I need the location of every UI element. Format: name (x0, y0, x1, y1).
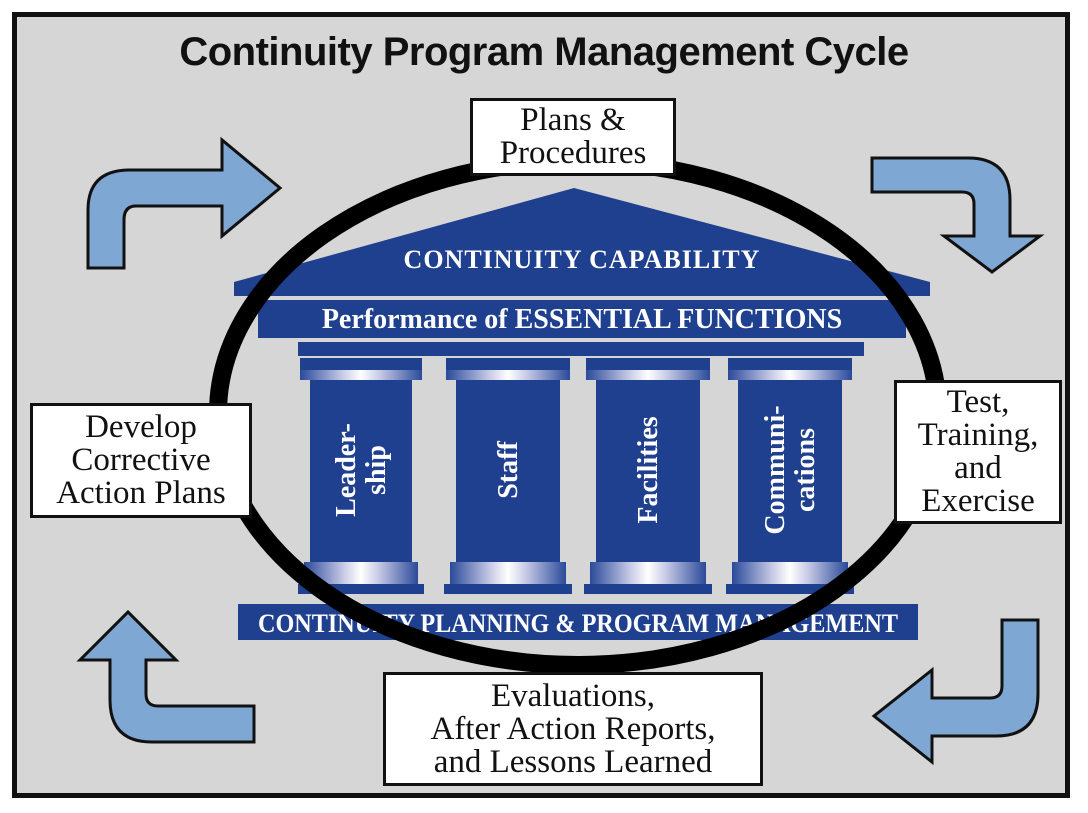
step-develop-label: Develop Corrective Action Plans (56, 409, 226, 511)
pillar-3 (584, 358, 712, 594)
step-evaluations-label: Evaluations, After Action Reports, and L… (430, 677, 716, 780)
step-test-label: Test, Training, and Exercise (917, 384, 1039, 519)
temple: CONTINUITY CAPABILITY Performance of ESS… (234, 188, 930, 640)
entablature (258, 300, 906, 338)
arrow-top-right-icon (870, 156, 1045, 274)
arrow-bottom-right-icon (871, 618, 1040, 766)
pillar-4 (726, 358, 854, 594)
temple-roof-base (234, 282, 930, 296)
arrow-top-left-icon (86, 136, 283, 270)
step-develop-corrective-action: Develop Corrective Action Plans (30, 403, 252, 518)
architrave (298, 342, 864, 356)
roof-label: CONTINUITY CAPABILITY (404, 245, 761, 274)
step-test-training-exercise: Test, Training, and Exercise (894, 380, 1062, 524)
entablature-label: Performance of ESSENTIAL FUNCTIONS (322, 304, 842, 335)
pillar-2 (444, 358, 572, 594)
pillar-label-2: Staff (493, 441, 524, 499)
diagram-title: Continuity Program Management Cycle (179, 30, 909, 74)
pillar-1 (298, 358, 424, 594)
pillar-labels: Leader-ship Staff Facilities Communi-cation… (331, 405, 821, 534)
temple-roof (234, 188, 930, 282)
arrow-bottom-left-icon (76, 609, 256, 744)
step-plans-procedures: Plans & Procedures (470, 98, 676, 176)
pillar-label-1: Leader-ship (331, 423, 392, 517)
step-evaluations: Evaluations, After Action Reports, and L… (383, 672, 763, 786)
pillar-label-4: Communi-cations (760, 405, 821, 534)
step-plans-label: Plans & Procedures (499, 102, 647, 171)
pillar-label-3: Facilities (633, 416, 664, 523)
